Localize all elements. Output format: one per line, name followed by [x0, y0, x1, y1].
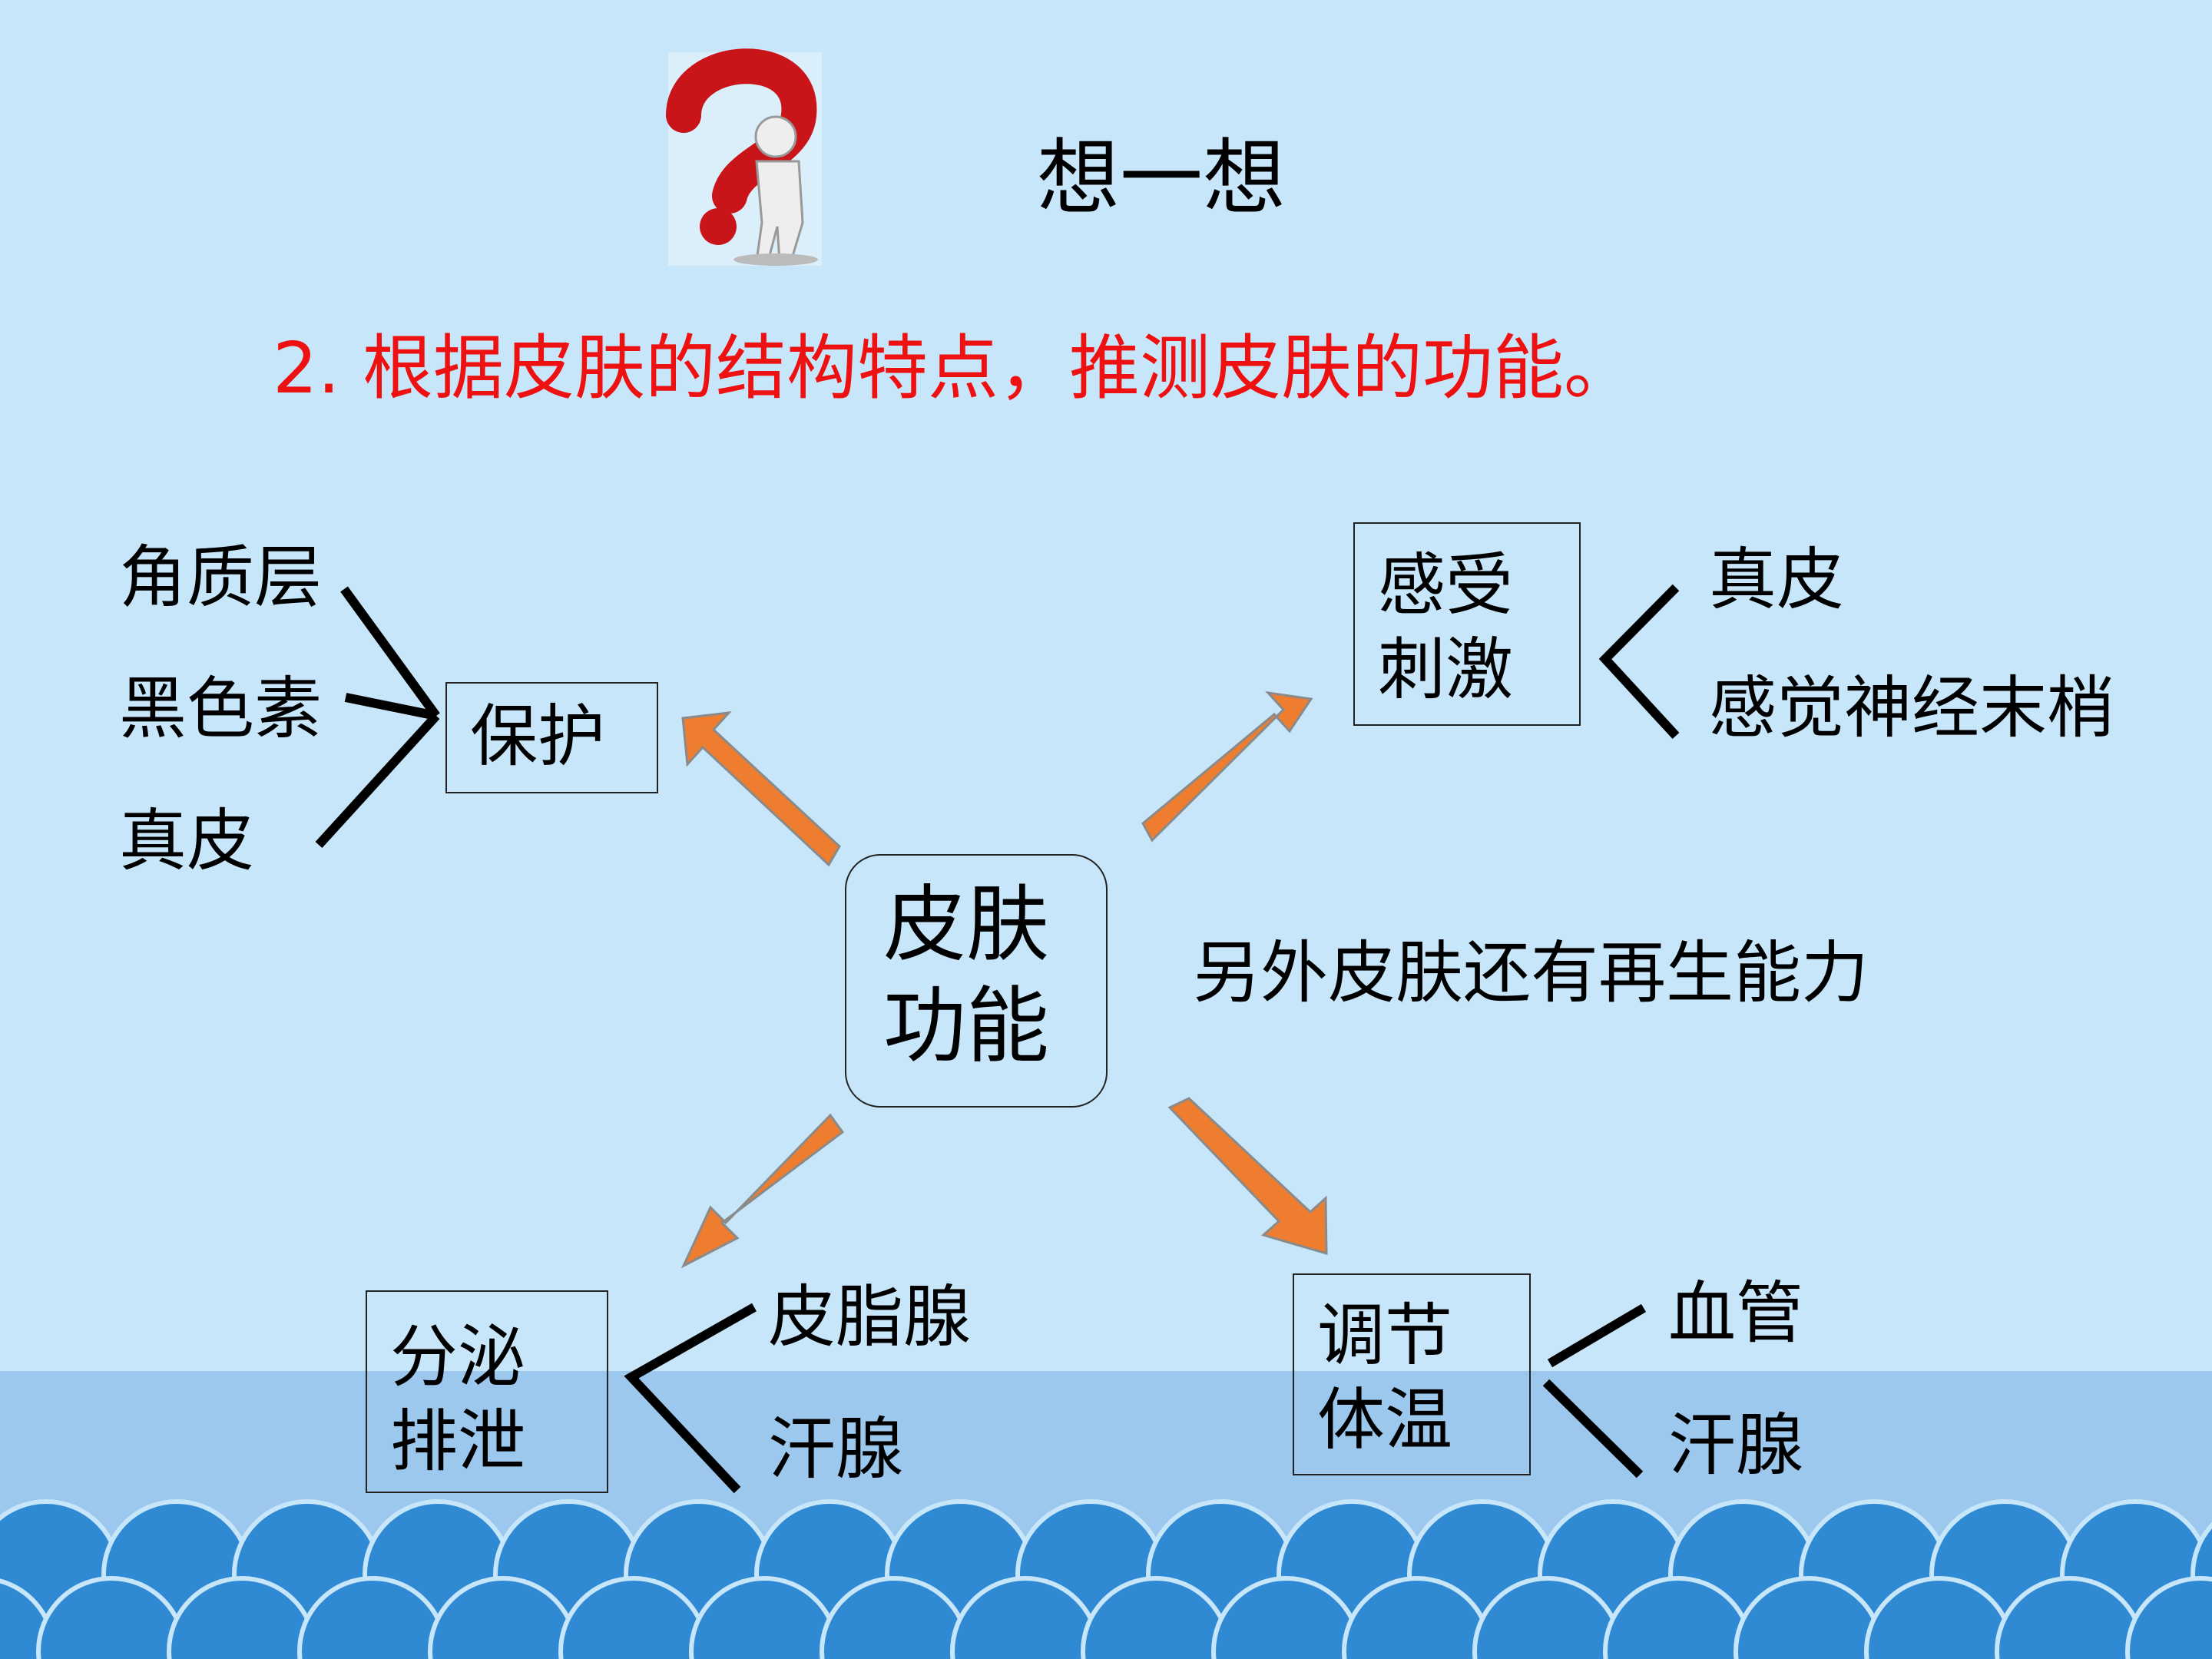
excretion-structure-2: 汗腺: [768, 1409, 904, 1488]
temperature-structure-1: 血管: [1668, 1273, 1804, 1353]
sensation-line-2: 刺激: [1378, 630, 1514, 709]
regeneration-note: 另外皮肤还有再生能力: [1193, 933, 1869, 1012]
thinking-figure-icon: [666, 48, 822, 266]
temperature-line-2: 体温: [1317, 1380, 1453, 1459]
sensation-line-1: 感受: [1378, 545, 1514, 624]
excretion-bracket: [624, 1303, 757, 1494]
sensation-structure-1: 真皮: [1709, 540, 1845, 619]
excretion-structure-1: 皮脂腺: [768, 1277, 972, 1356]
temperature-structure-2: 汗腺: [1668, 1406, 1804, 1485]
protection-bracket: [315, 586, 440, 849]
center-line-1: 皮肤: [883, 877, 1050, 973]
excretion-node: 分泌 排泄: [366, 1290, 608, 1493]
decorative-waves: [0, 1499, 2212, 1659]
protection-label: 保护: [470, 697, 606, 776]
protection-structure-3: 真皮: [119, 801, 255, 880]
protection-structure-1: 角质层: [119, 538, 323, 617]
arrow-to-excretion: [680, 1113, 845, 1269]
sensation-structure-2: 感觉神经末梢: [1709, 668, 2115, 747]
excretion-line-2: 排泄: [390, 1402, 526, 1481]
temperature-line-1: 调节: [1317, 1296, 1453, 1375]
temperature-node: 调节 体温: [1293, 1273, 1531, 1475]
protection-node: 保护: [445, 682, 658, 793]
sensation-node: 感受 刺激: [1353, 522, 1581, 726]
slide-title: 想一想: [1037, 131, 1286, 227]
excretion-line-1: 分泌: [390, 1317, 526, 1396]
center-line-2: 功能: [883, 979, 1050, 1075]
arrow-to-protection: [681, 711, 841, 867]
wave-scallop: [2125, 1576, 2212, 1659]
temperature-bracket: [1542, 1303, 1647, 1479]
question-text: 2. 根据皮肤的结构特点，推测皮肤的功能。: [273, 327, 1635, 409]
arrow-to-temperature: [1167, 1097, 1328, 1256]
protection-structure-2: 黑色素: [119, 669, 323, 748]
arrow-to-sensation: [1141, 690, 1313, 843]
center-node: 皮肤 功能: [845, 854, 1108, 1108]
sensation-bracket: [1598, 584, 1680, 740]
